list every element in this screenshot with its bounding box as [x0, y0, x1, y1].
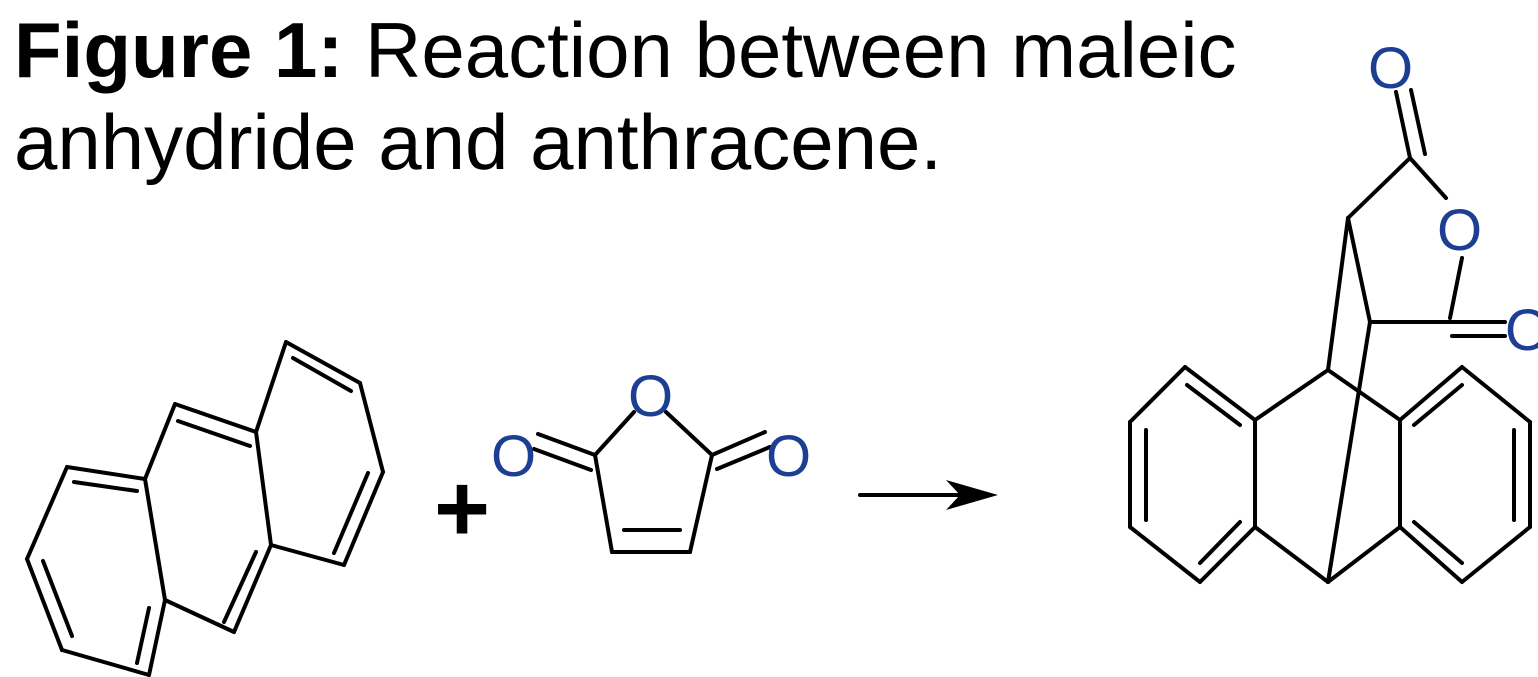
product-structure: O O O [1128, 36, 1538, 584]
plus-sign: + [434, 455, 490, 562]
caption-line-2: anhydride and anthracene. [14, 98, 943, 186]
reaction-arrow [858, 480, 998, 510]
atom-label-o: O [1368, 36, 1413, 101]
atom-label-o: O [491, 424, 536, 489]
figure-caption: Figure 1: Reaction between maleic anhydr… [14, 4, 1244, 188]
anthracene-structure [25, 340, 385, 677]
figure-label: Figure 1: [14, 6, 344, 94]
atom-label-o: O [628, 364, 673, 429]
maleic-anhydride-structure: O O O [491, 364, 811, 554]
atom-label-o: O [1437, 198, 1482, 263]
atom-label-o: O [1505, 298, 1538, 363]
caption-line-1: Figure 1: Reaction between maleic [14, 4, 1244, 96]
atom-label-o: O [766, 424, 811, 489]
caption-text-1: Reaction between maleic [343, 6, 1237, 94]
